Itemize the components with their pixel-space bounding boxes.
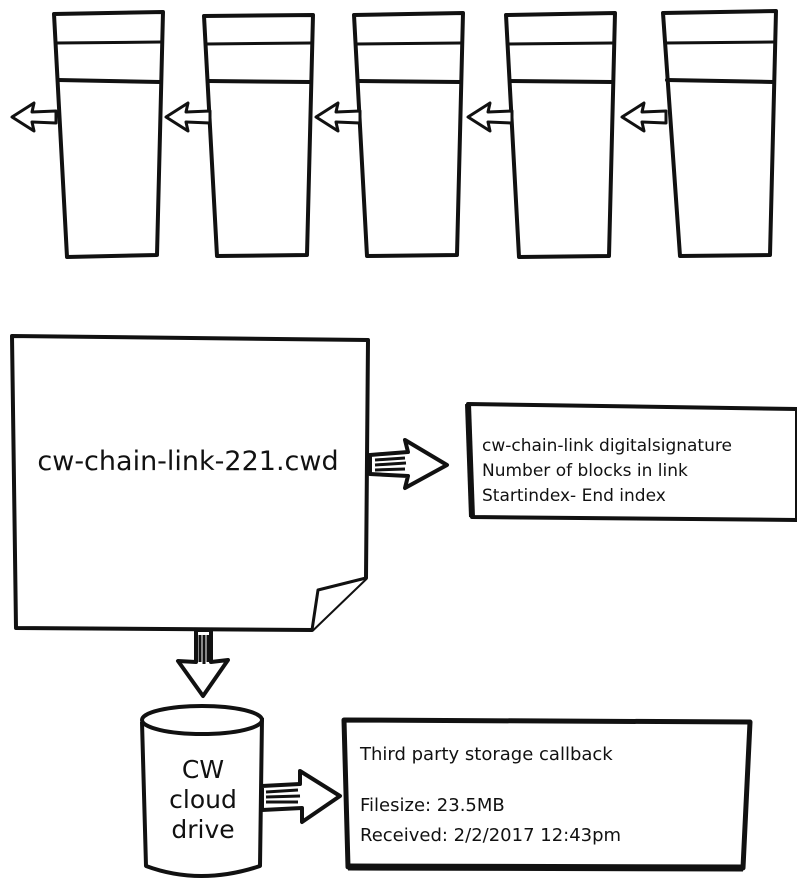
metadata-line-signature: cw-chain-link digitalsignature bbox=[482, 436, 732, 456]
chain-arrow-3 bbox=[314, 101, 362, 133]
chain-arrow-1 bbox=[10, 101, 58, 133]
chain-arrow-4 bbox=[466, 101, 514, 133]
chain-block-2 bbox=[202, 13, 315, 258]
cloud-drive-cylinder bbox=[140, 704, 264, 878]
chain-block-4 bbox=[504, 11, 617, 259]
chain-arrow-2 bbox=[164, 101, 212, 133]
chain-arrow-5 bbox=[620, 101, 668, 133]
metadata-line-index: Startindex- End index bbox=[482, 486, 666, 506]
cloud-drive-label-cw: CW bbox=[182, 755, 224, 784]
document-file bbox=[10, 334, 370, 632]
chain-block-1 bbox=[52, 10, 165, 259]
callback-filesize: Filesize: 23.5MB bbox=[360, 795, 505, 816]
chain-block-3 bbox=[352, 11, 465, 258]
arrow-to-metadata bbox=[368, 438, 449, 490]
metadata-line-blocks: Number of blocks in link bbox=[482, 461, 688, 481]
metadata-box bbox=[465, 402, 797, 522]
chain-block-5 bbox=[661, 9, 778, 258]
cloud-drive-label-drive: drive bbox=[171, 815, 234, 844]
callback-received: Received: 2/2/2017 12:43pm bbox=[360, 825, 621, 846]
callback-box bbox=[341, 717, 753, 872]
document-filename: cw-chain-link-221.cwd bbox=[37, 446, 338, 477]
callback-title: Third party storage callback bbox=[359, 744, 613, 765]
arrow-to-callback bbox=[260, 769, 342, 824]
cloud-drive-label-cloud: cloud bbox=[169, 785, 237, 814]
arrow-to-cloud-drive bbox=[176, 628, 230, 698]
